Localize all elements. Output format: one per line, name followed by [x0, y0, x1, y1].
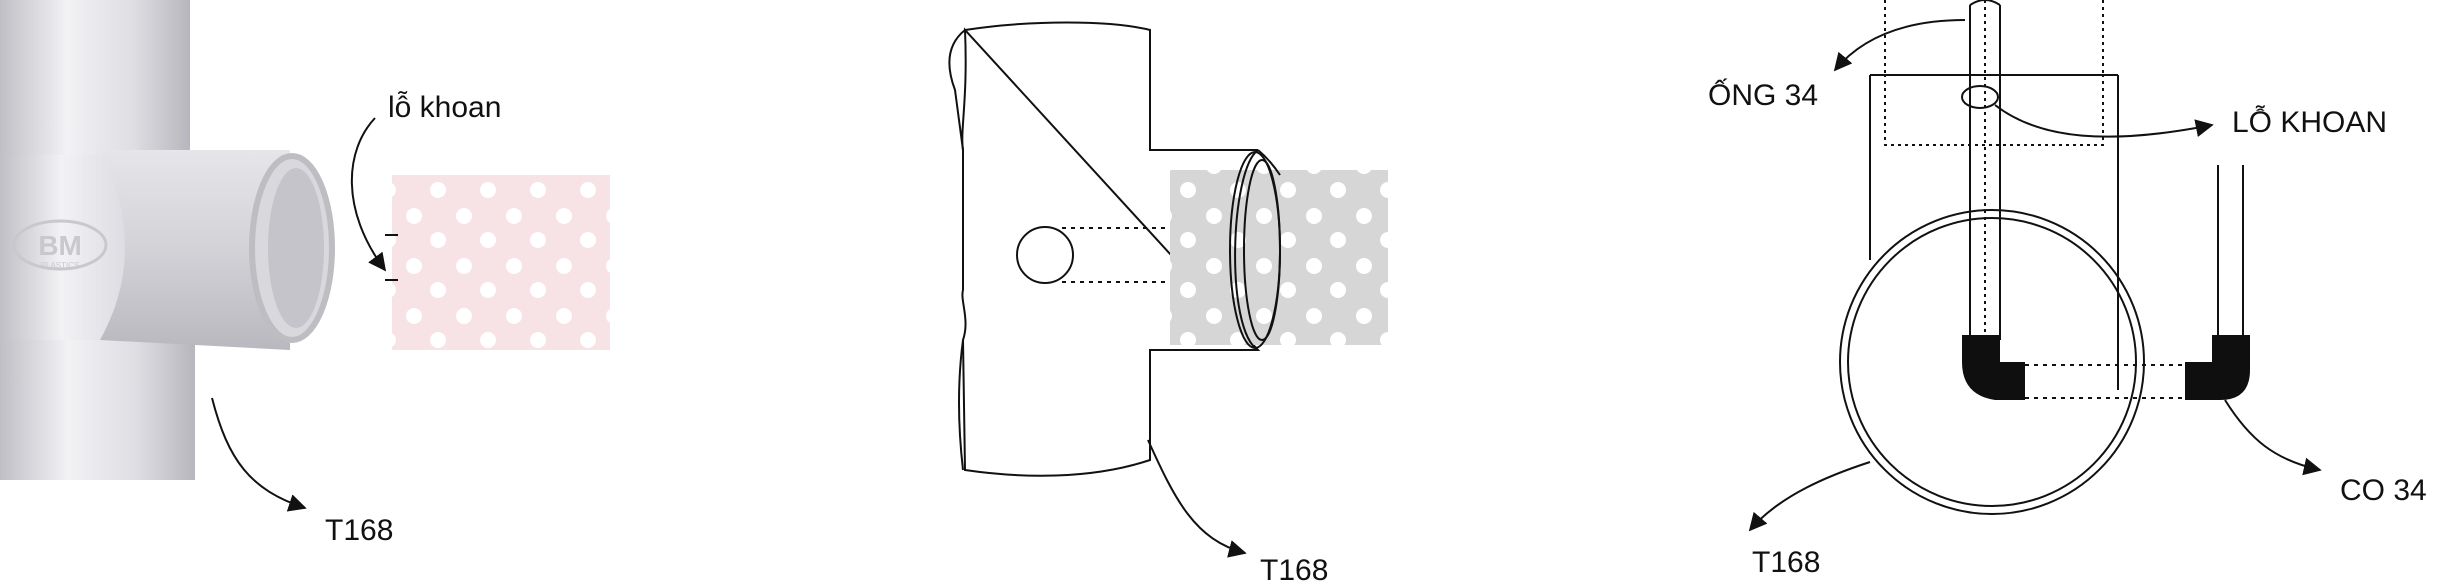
callout-arrow-elbow	[2224, 399, 2322, 476]
label-tee: T168	[1752, 546, 1820, 579]
callout-arrow-drill	[350, 117, 387, 272]
elbow-left	[1962, 335, 2025, 400]
panel-1: BM PLASTICS lỗ khoan T168	[0, 0, 610, 547]
label-hole: LỖ KHOAN	[2232, 105, 2387, 139]
label-pipe: ỐNG 34	[1708, 78, 1818, 112]
panel-2	[948, 21, 1388, 558]
label-drill-hole: lỗ khoan	[388, 91, 501, 124]
main-pipe-section	[1839, 209, 2145, 515]
brand-logo-subtext: PLASTICS	[41, 261, 80, 270]
tee-upper-socket	[0, 0, 190, 155]
callout-arrow-tee	[1748, 461, 1871, 532]
drill-hole-pattern	[392, 175, 610, 350]
tee-branch-socket	[1234, 149, 1259, 351]
drill-hole	[1016, 226, 1074, 284]
label-tee: T168	[325, 514, 393, 547]
brand-logo-text: BM	[38, 230, 82, 261]
panel-3	[1839, 0, 2244, 515]
label-tee: T168	[1260, 554, 1328, 584]
tee-lower-socket	[0, 330, 195, 480]
drill-hole	[1961, 85, 1999, 109]
callout-arrow-pipe	[1833, 19, 1966, 72]
brand-logo: BM PLASTICS	[12, 219, 108, 271]
tee-outline	[961, 21, 1261, 477]
callout-arrow-tee	[211, 397, 307, 512]
callout-arrow-hole	[1994, 104, 2214, 138]
callout-arrow-tee	[1147, 439, 1247, 558]
label-elbow: CO 34	[2340, 474, 2427, 507]
tee-branch	[100, 150, 290, 350]
elbow-right	[2185, 335, 2250, 400]
